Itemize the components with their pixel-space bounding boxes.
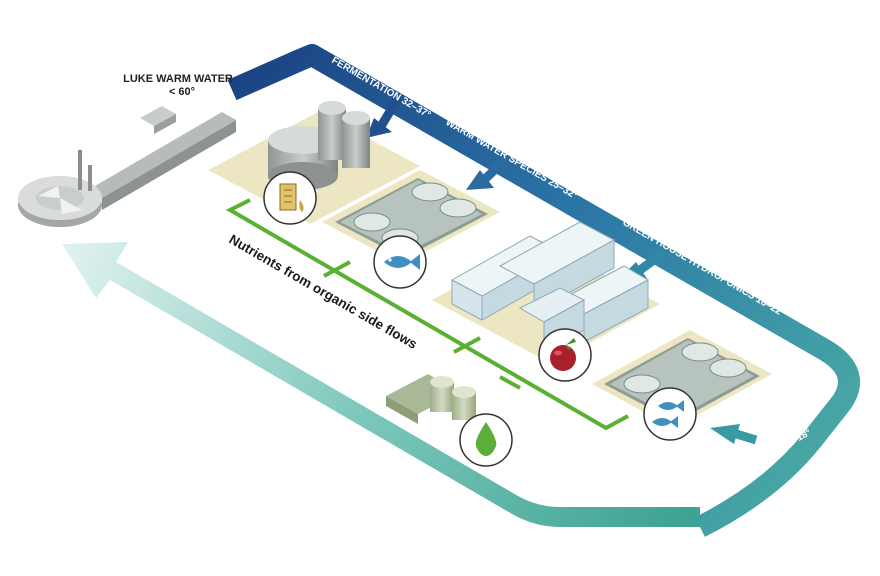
source-label-line2: < 60°	[169, 86, 195, 98]
two-fish-icon	[643, 387, 697, 441]
greenhouse-facility	[432, 221, 660, 382]
return-flow-arrow	[62, 242, 700, 527]
side-flow-facility	[386, 374, 513, 467]
nutrient-line	[225, 198, 629, 431]
flow-label-warm-water: WARM WATER SPECIES 25–32°	[444, 117, 580, 202]
arrow-to-fermentation	[366, 118, 392, 138]
warm-water-facility	[322, 170, 500, 289]
arrow-to-cold-water	[710, 424, 740, 444]
heat-flow-loop	[227, 44, 860, 537]
warm-water-source	[18, 106, 236, 227]
fermentation-facility	[208, 101, 420, 225]
cold-water-facility	[592, 330, 772, 441]
arrow-to-warm-water	[466, 170, 494, 190]
source-label-line1: LUKE WARM WATER	[123, 73, 233, 85]
